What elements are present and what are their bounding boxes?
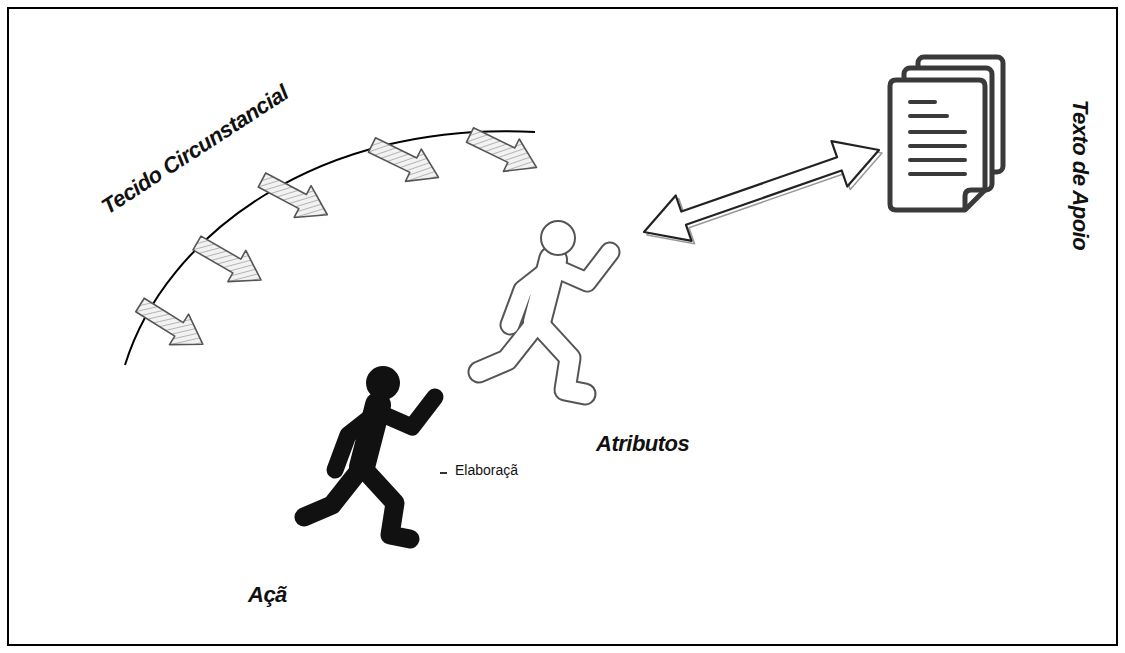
double-arrow bbox=[644, 141, 882, 244]
arrow-outline bbox=[644, 141, 879, 241]
figure-label: Açã bbox=[248, 583, 287, 607]
hatched-arrow bbox=[130, 290, 212, 360]
side-note: Elaboraçã bbox=[454, 463, 519, 478]
runner-figure bbox=[479, 221, 610, 394]
figure-label: Atributos bbox=[596, 432, 689, 456]
figure-label: Texto de Apoio bbox=[1068, 100, 1092, 250]
solid-runner: ElaboraçãAçã bbox=[290, 355, 445, 545]
hatched-arrow bbox=[188, 227, 270, 295]
document-icon: Texto de Apoio bbox=[885, 50, 1015, 215]
figure-drawing bbox=[290, 355, 445, 545]
document-stack bbox=[890, 57, 1003, 210]
leader-dash bbox=[440, 472, 447, 474]
figure-drawing bbox=[885, 50, 1015, 215]
hatched-arrow bbox=[254, 164, 336, 231]
outline-runner: Atributos bbox=[460, 210, 640, 400]
region-title: Tecido Circunstancial bbox=[97, 80, 293, 220]
hatched-arrow bbox=[364, 129, 446, 194]
figure-drawing bbox=[460, 210, 640, 400]
frame-border bbox=[8, 8, 1117, 645]
hatched-arrow bbox=[462, 119, 544, 184]
runner-figure bbox=[304, 366, 435, 539]
